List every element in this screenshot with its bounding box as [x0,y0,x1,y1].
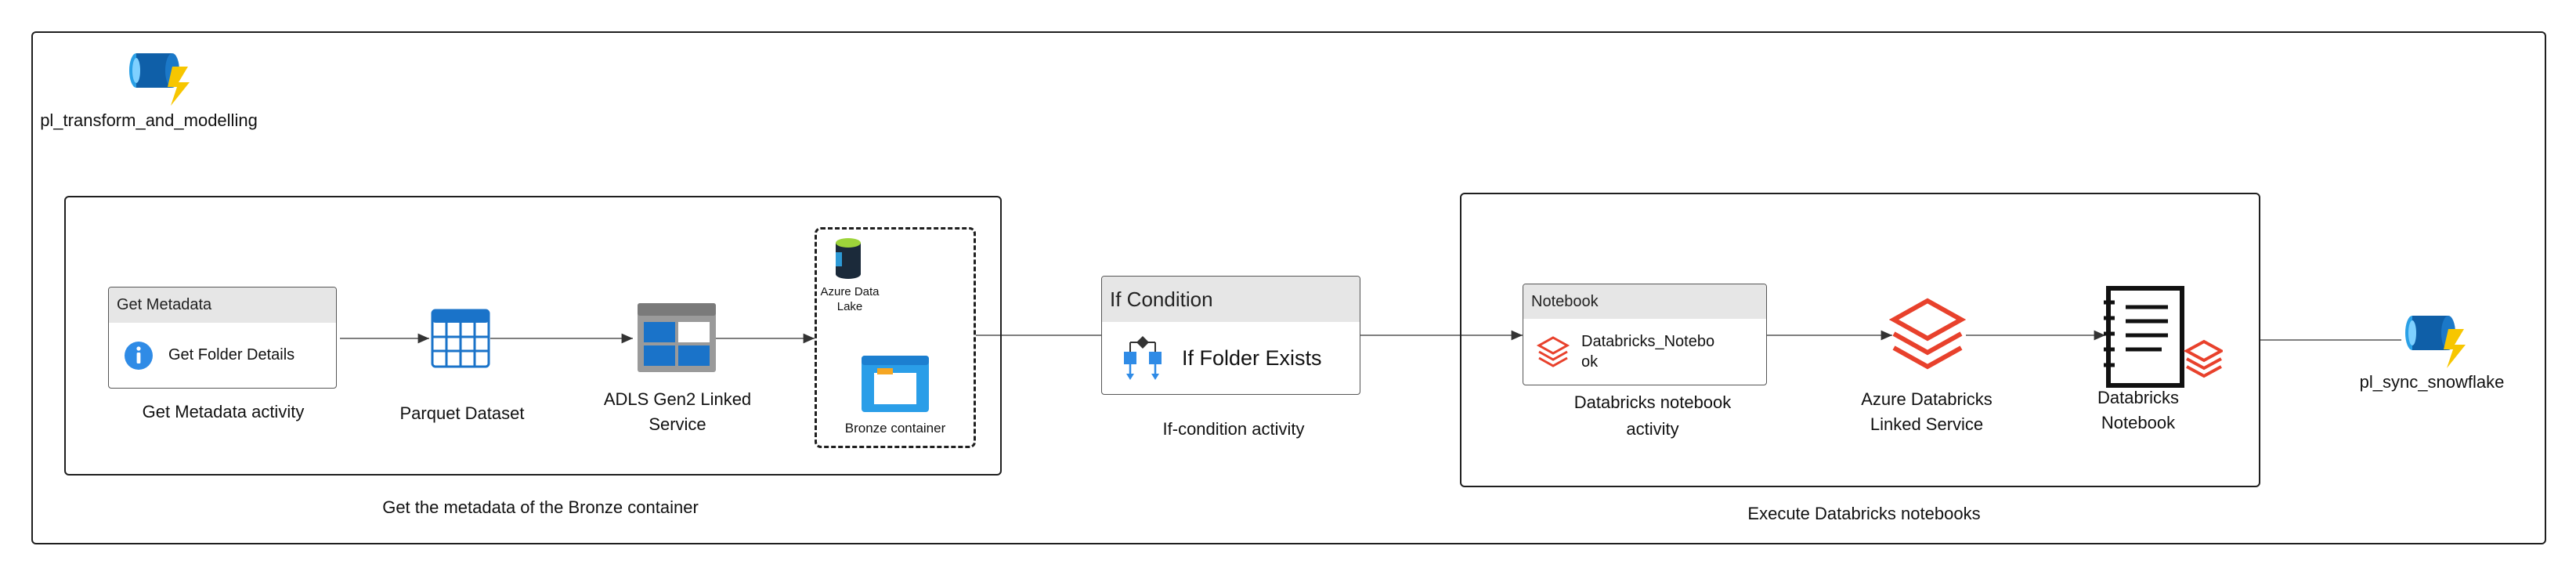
table-icon [431,309,490,368]
if-condition-caption: If-condition activity [1162,419,1305,439]
databricks-icon [1536,335,1570,369]
pipeline-frame [31,31,2546,544]
get-metadata-header: Get Metadata [109,288,336,323]
adls-caption-line2: Service [649,414,706,434]
databricks-notebook-caption-line1: Databricks [2097,388,2179,407]
info-icon [123,340,154,371]
storage-group [815,227,976,448]
pipeline-name: pl_transform_and_modelling [40,110,258,130]
databricks-linked-caption-line1: Azure Databricks [1861,389,1993,409]
get-metadata-activity-name: Get Folder Details [168,346,295,363]
notebook-activity[interactable]: Notebook Databricks_Notebo ok [1523,284,1767,385]
notebook-icon [2104,285,2225,389]
data-factory-pipeline-icon [2401,306,2472,372]
container-caption: Bronze container [844,421,946,436]
get-metadata-activity[interactable]: Get Metadata Get Folder Details [108,287,337,389]
data-lake-caption-line2: Lake [836,300,863,313]
notebook-activity-caption-line1: Databricks notebook [1573,392,1732,412]
databricks-icon [1888,296,1967,374]
databricks-notebook-caption-line2: Notebook [2101,413,2176,432]
metadata-group [64,196,1002,476]
linked-service-icon [636,302,717,374]
if-condition-header: If Condition [1102,277,1360,322]
get-metadata-caption: Get Metadata activity [142,402,305,421]
notebook-activity-header: Notebook [1523,284,1766,319]
adls-caption-line1: ADLS Gen2 Linked [603,389,752,409]
notebook-group [1460,193,2260,487]
next-pipeline-name: pl_sync_snowflake [2359,372,2505,392]
data-lake-icon [831,235,865,282]
if-condition-activity-name: If Folder Exists [1182,345,1322,370]
notebook-group-label: Execute Databricks notebooks [1747,504,1981,523]
data-factory-pipeline-icon [125,43,196,110]
if-condition-activity[interactable]: If Condition If Folder Exists [1101,276,1360,395]
metadata-group-label: Get the metadata of the Bronze container [382,497,699,517]
notebook-activity-name-line2: ok [1581,353,1599,371]
notebook-activity-name-line1: Databricks_Notebo [1581,333,1715,350]
parquet-caption: Parquet Dataset [399,403,525,423]
databricks-linked-caption-line2: Linked Service [1870,414,1984,434]
if-condition-icon [1118,335,1168,382]
container-icon [860,354,930,414]
data-lake-caption-line1: Azure Data [820,285,880,298]
notebook-activity-caption-line2: activity [1626,419,1679,439]
